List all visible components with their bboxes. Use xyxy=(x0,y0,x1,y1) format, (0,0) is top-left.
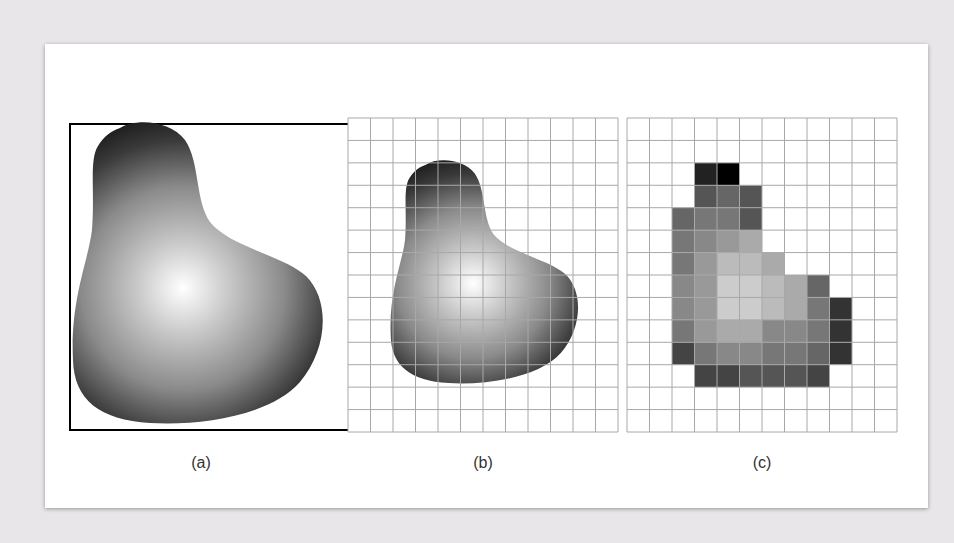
grid-line xyxy=(627,185,897,186)
pixel-cell xyxy=(762,365,785,387)
pixel-cell xyxy=(740,342,763,364)
pixel-cell xyxy=(672,275,695,297)
grid-lines xyxy=(348,118,897,432)
pixel-cell xyxy=(695,320,718,342)
grid-line xyxy=(348,387,618,388)
grid-line xyxy=(348,185,618,186)
grid-line xyxy=(348,432,618,433)
grid-ground xyxy=(348,118,618,432)
pixel-cell xyxy=(785,342,808,364)
pixel-cell xyxy=(740,275,763,297)
pixel-cell xyxy=(785,365,808,387)
pixel-cell xyxy=(695,342,718,364)
grid-line xyxy=(348,162,618,163)
pixel-cell xyxy=(807,342,830,364)
pixel-cell xyxy=(830,297,853,319)
grid-line xyxy=(348,319,618,320)
grid-line xyxy=(627,409,897,410)
pixel-cell xyxy=(672,253,695,275)
pixel-cell xyxy=(695,297,718,319)
pixel-cell xyxy=(830,342,853,364)
grid-line xyxy=(627,140,897,141)
pixel-cell xyxy=(717,208,740,230)
grid-line xyxy=(627,342,897,343)
pixel-cell xyxy=(717,342,740,364)
pixel-cell xyxy=(717,163,740,185)
pixel-cell xyxy=(717,275,740,297)
grid-line xyxy=(348,409,618,410)
grid-line xyxy=(627,297,897,298)
pixel-cell xyxy=(762,275,785,297)
grid-line xyxy=(348,297,618,298)
pixel-cell xyxy=(740,208,763,230)
pixel-cell xyxy=(717,365,740,387)
panel-label: (c) xyxy=(753,454,772,472)
pixel-cell xyxy=(695,365,718,387)
pixel-cell xyxy=(740,253,763,275)
grid-line xyxy=(627,319,897,320)
pixel-cell xyxy=(785,320,808,342)
pixel-cell xyxy=(807,297,830,319)
panel-label: (a) xyxy=(191,454,211,472)
grid-line xyxy=(348,207,618,208)
pixel-cell xyxy=(762,320,785,342)
pixel-cell xyxy=(672,208,695,230)
grid-line xyxy=(627,252,897,253)
pixel-cell xyxy=(695,253,718,275)
grid-line xyxy=(627,207,897,208)
pixel-cell xyxy=(672,297,695,319)
grid-line xyxy=(348,275,618,276)
pixel-cell xyxy=(672,320,695,342)
pixel-cell xyxy=(762,342,785,364)
pixel-cell xyxy=(762,253,785,275)
pixel-cell xyxy=(740,365,763,387)
pixel-cell xyxy=(672,230,695,252)
grid-line xyxy=(627,364,897,365)
pixel-cell xyxy=(807,320,830,342)
pixel-cell xyxy=(785,297,808,319)
pixel-cell xyxy=(762,297,785,319)
grid-line xyxy=(348,342,618,343)
pixel-cell xyxy=(717,253,740,275)
pixel-cell xyxy=(740,297,763,319)
pixel-cell xyxy=(807,365,830,387)
panel-label: (b) xyxy=(473,454,493,472)
pixel-cell xyxy=(740,185,763,207)
grid-line xyxy=(627,162,897,163)
grid-line xyxy=(348,118,618,119)
grid-line xyxy=(348,364,618,365)
grid-line xyxy=(627,230,897,231)
grid-line xyxy=(627,387,897,388)
pixel-cell xyxy=(695,185,718,207)
pixel-cell xyxy=(717,185,740,207)
blob-shape xyxy=(73,122,323,423)
pixel-cell xyxy=(695,230,718,252)
pixel-cell xyxy=(695,208,718,230)
grid-line xyxy=(627,275,897,276)
pixel-cell xyxy=(740,320,763,342)
pixel-cell xyxy=(807,275,830,297)
pixel-cell xyxy=(740,230,763,252)
pixel-cell xyxy=(830,320,853,342)
grid-ground xyxy=(627,118,897,432)
pixel-cell xyxy=(695,163,718,185)
grid-line xyxy=(627,432,897,433)
blob-shape-small xyxy=(390,160,578,383)
grid-line xyxy=(627,118,897,119)
grid-line xyxy=(348,230,618,231)
pixel-cell xyxy=(717,297,740,319)
pixel-cell xyxy=(717,320,740,342)
pixel-cell xyxy=(672,342,695,364)
pixel-cell xyxy=(717,230,740,252)
grid-line xyxy=(348,140,618,141)
grid-line xyxy=(348,252,618,253)
pixel-cell xyxy=(695,275,718,297)
pixel-cell xyxy=(785,275,808,297)
